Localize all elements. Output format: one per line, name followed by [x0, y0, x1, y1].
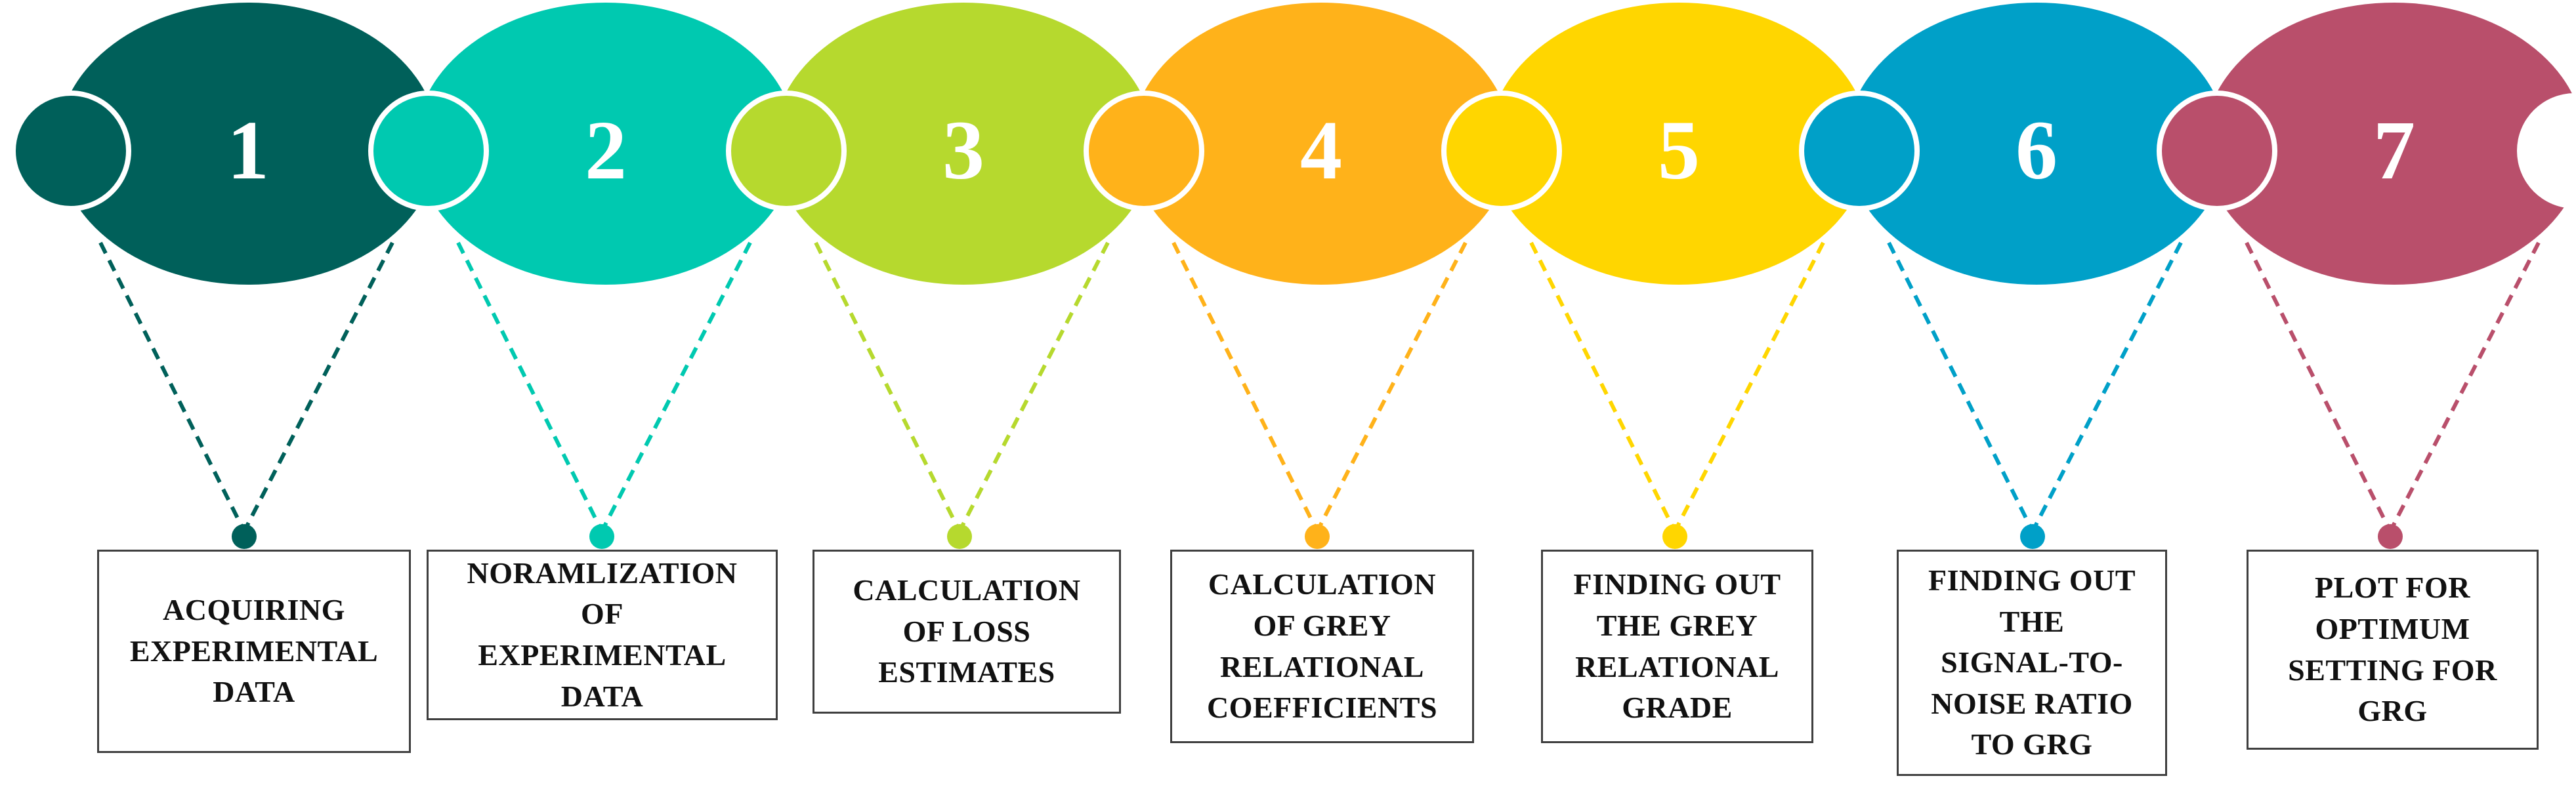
step-7-caption-line: GRG: [2357, 694, 2428, 728]
step-2-caption-text: NORAMLIZATION OF EXPERIMENTAL DATA: [467, 553, 737, 717]
step-2-circle: [415, 3, 796, 285]
step-1-caption-text: ACQUIRING EXPERIMENTAL DATA: [130, 590, 378, 713]
step-1-number: 1: [227, 104, 269, 197]
step-3-circle: [773, 3, 1154, 285]
step-3-number: 3: [942, 104, 984, 197]
step-5-connector-dot: [1662, 524, 1687, 549]
step-2-connector-left: [456, 241, 604, 533]
step-4-number: 4: [1300, 104, 1342, 197]
step-7-connector-dot: [2378, 524, 2403, 549]
step-5-caption-box: FINDING OUT THE GREY RELATIONAL GRADE: [1541, 550, 1813, 743]
step-2-connector-dot: [589, 524, 614, 549]
step-6-circle: [1846, 3, 2227, 285]
step-6-caption-line: THE: [1999, 604, 2065, 638]
step-3-caption-box: CALCULATION OF LOSS ESTIMATES: [813, 550, 1121, 714]
step-4-connector-left: [1172, 241, 1319, 533]
step-4-caption-box: CALCULATION OF GREY RELATIONAL COEFFICIENTS: [1170, 550, 1474, 743]
step-1-caption-line: EXPERIMENTAL: [129, 634, 379, 668]
step-6-caption-line: TO GRG: [1971, 727, 2093, 762]
step-1-connector-right: [242, 241, 394, 533]
step-6-number: 6: [2016, 104, 2058, 197]
step-7-caption-line: SETTING FOR: [2288, 653, 2497, 687]
step-4-caption-line: RELATIONAL: [1220, 649, 1424, 683]
step-2-caption-line: NORAMLIZATION: [467, 556, 738, 590]
step-4-circle: [1131, 3, 1511, 285]
step-4-caption-line: CALCULATION: [1208, 567, 1437, 601]
step-7-caption-line: PLOT FOR: [2314, 571, 2470, 605]
step-6-caption-line: FINDING OUT: [1928, 563, 2136, 598]
step-5-connector-left: [1529, 241, 1677, 533]
step-4-small-circle: [1084, 91, 1204, 211]
step-5-number: 5: [1658, 104, 1700, 197]
step-7-small-circle: [2157, 91, 2277, 211]
step-7-circle: [2204, 3, 2576, 285]
step-4-connector-right: [1315, 241, 1467, 533]
step-4-caption-text: CALCULATION OF GREY RELATIONAL COEFFICIENTS: [1207, 564, 1437, 728]
step-3-small-circle: [726, 91, 847, 211]
step-6-connector-right: [2031, 241, 2183, 533]
step-3-caption-text: CALCULATION OF LOSS ESTIMATES: [853, 570, 1080, 693]
step-1-connector-dot: [232, 524, 257, 549]
step-1-connector-left: [98, 241, 246, 533]
step-2-connector-right: [600, 241, 752, 533]
step-2-number: 2: [585, 104, 627, 197]
step-5-caption-line: GRADE: [1622, 691, 1733, 725]
step-2-caption-line: DATA: [560, 679, 644, 713]
step-6-small-circle: [1799, 91, 1920, 211]
step-6-connector-left: [1887, 241, 2035, 533]
step-5-circle: [1489, 3, 1869, 285]
step-5-connector-right: [1673, 241, 1825, 533]
step-7-number: 7: [2373, 104, 2415, 197]
step-3-connector-right: [958, 241, 1110, 533]
step-2-small-circle: [368, 91, 489, 211]
step-5-caption-line: FINDING OUT: [1573, 567, 1781, 601]
step-1-caption-line: DATA: [213, 675, 295, 709]
connectors-layer: [98, 241, 2541, 549]
step-5-caption-line: THE GREY: [1596, 608, 1758, 642]
step-4-caption-line: OF GREY: [1253, 608, 1391, 642]
step-7-connector-left: [2245, 241, 2392, 533]
circles-layer: 1 2 3 4 5 6 7: [11, 3, 2576, 285]
step-7-caption-box: PLOT FOR OPTIMUM SETTING FOR GRG: [2247, 550, 2539, 750]
step-7-connector-right: [2388, 241, 2541, 533]
step-7-caption-line: OPTIMUM: [2315, 611, 2470, 645]
step-3-caption-line: ESTIMATES: [878, 655, 1055, 689]
step-4-caption-line: COEFFICIENTS: [1206, 691, 1438, 725]
step-6-caption-text: FINDING OUT THE SIGNAL-TO- NOISE RATIO TO GR…: [1928, 560, 2136, 765]
step-4-connector-dot: [1305, 524, 1330, 549]
step-3-caption-line: CALCULATION: [853, 573, 1081, 607]
step-1-small-circle: [11, 91, 131, 211]
step-3-connector-left: [814, 241, 961, 533]
step-1-caption-line: ACQUIRING: [163, 593, 345, 627]
step-6-caption-line: SIGNAL-TO-: [1941, 645, 2123, 680]
step-2-caption-line: EXPERIMENTAL: [478, 638, 727, 672]
step-6-caption-line: NOISE RATIO: [1931, 686, 2133, 720]
end-notch: [2517, 93, 2576, 209]
step-6-caption-box: FINDING OUT THE SIGNAL-TO- NOISE RATIO TO GR…: [1897, 550, 2167, 776]
step-2-caption-line: OF: [581, 597, 623, 631]
step-7-caption-text: PLOT FOR OPTIMUM SETTING FOR GRG: [2288, 567, 2497, 731]
step-1-caption-box: ACQUIRING EXPERIMENTAL DATA: [97, 550, 411, 753]
step-5-small-circle: [1441, 91, 1562, 211]
step-5-caption-line: RELATIONAL: [1575, 649, 1779, 683]
step-2-caption-box: NORAMLIZATION OF EXPERIMENTAL DATA: [427, 550, 778, 720]
step-3-caption-line: OF LOSS: [902, 614, 1031, 648]
step-6-connector-dot: [2020, 524, 2045, 549]
step-1-circle: [58, 3, 438, 285]
step-5-caption-text: FINDING OUT THE GREY RELATIONAL GRADE: [1573, 564, 1781, 728]
step-3-connector-dot: [947, 524, 972, 549]
